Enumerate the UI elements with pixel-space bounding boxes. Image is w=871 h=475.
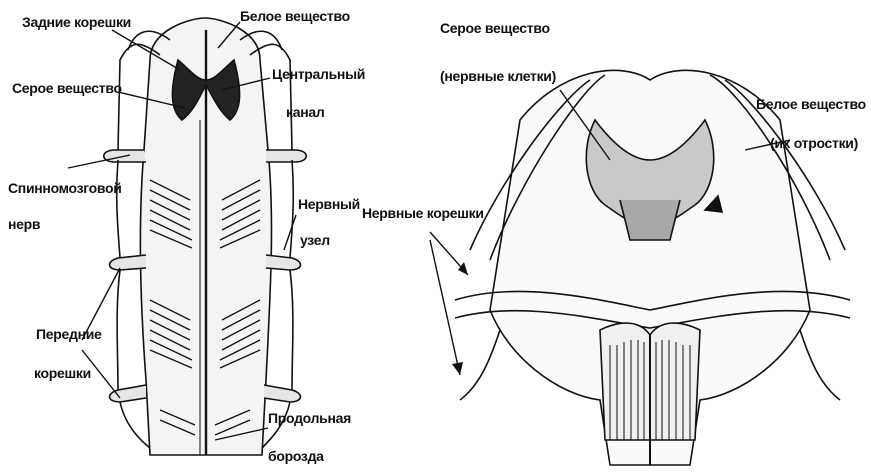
label-ganglion-line1: Нервный	[298, 196, 360, 213]
arrowhead-top-root	[458, 262, 468, 275]
label-longitudinal-fissure-line1: Продольная	[268, 410, 351, 427]
label-central-canal-line2: канал	[286, 104, 324, 121]
left-spinal-cord-drawing	[104, 18, 307, 455]
label-gray-matter-right-line1: Серое вещество	[440, 20, 550, 37]
label-gray-matter-left: Серое вещество	[12, 80, 122, 97]
label-longitudinal-fissure-line2: борозда	[268, 448, 324, 465]
label-white-matter-left: Белое вещество	[240, 8, 350, 25]
label-gray-matter-right-line2: (нервные клетки)	[440, 68, 556, 85]
right-cross-section-drawing	[455, 70, 850, 465]
label-central-canal-line1: Центральный	[272, 66, 365, 83]
label-spinal-nerve-line1: Спинномозговой	[8, 180, 122, 197]
arrowhead-bottom-root	[452, 362, 463, 375]
label-ventral-roots-line2: корешки	[34, 365, 91, 382]
label-ganglion-line2: узел	[300, 232, 330, 249]
label-nerve-roots: Нервные корешки	[362, 205, 484, 222]
label-ventral-roots-line1: Передние	[36, 326, 102, 343]
label-white-matter-right-line2: (их отростки)	[770, 135, 858, 152]
label-spinal-nerve-line2: нерв	[8, 216, 40, 233]
label-white-matter-right-line1: Белое вещество	[756, 96, 866, 113]
label-dorsal-roots: Задние корешки	[22, 14, 131, 31]
